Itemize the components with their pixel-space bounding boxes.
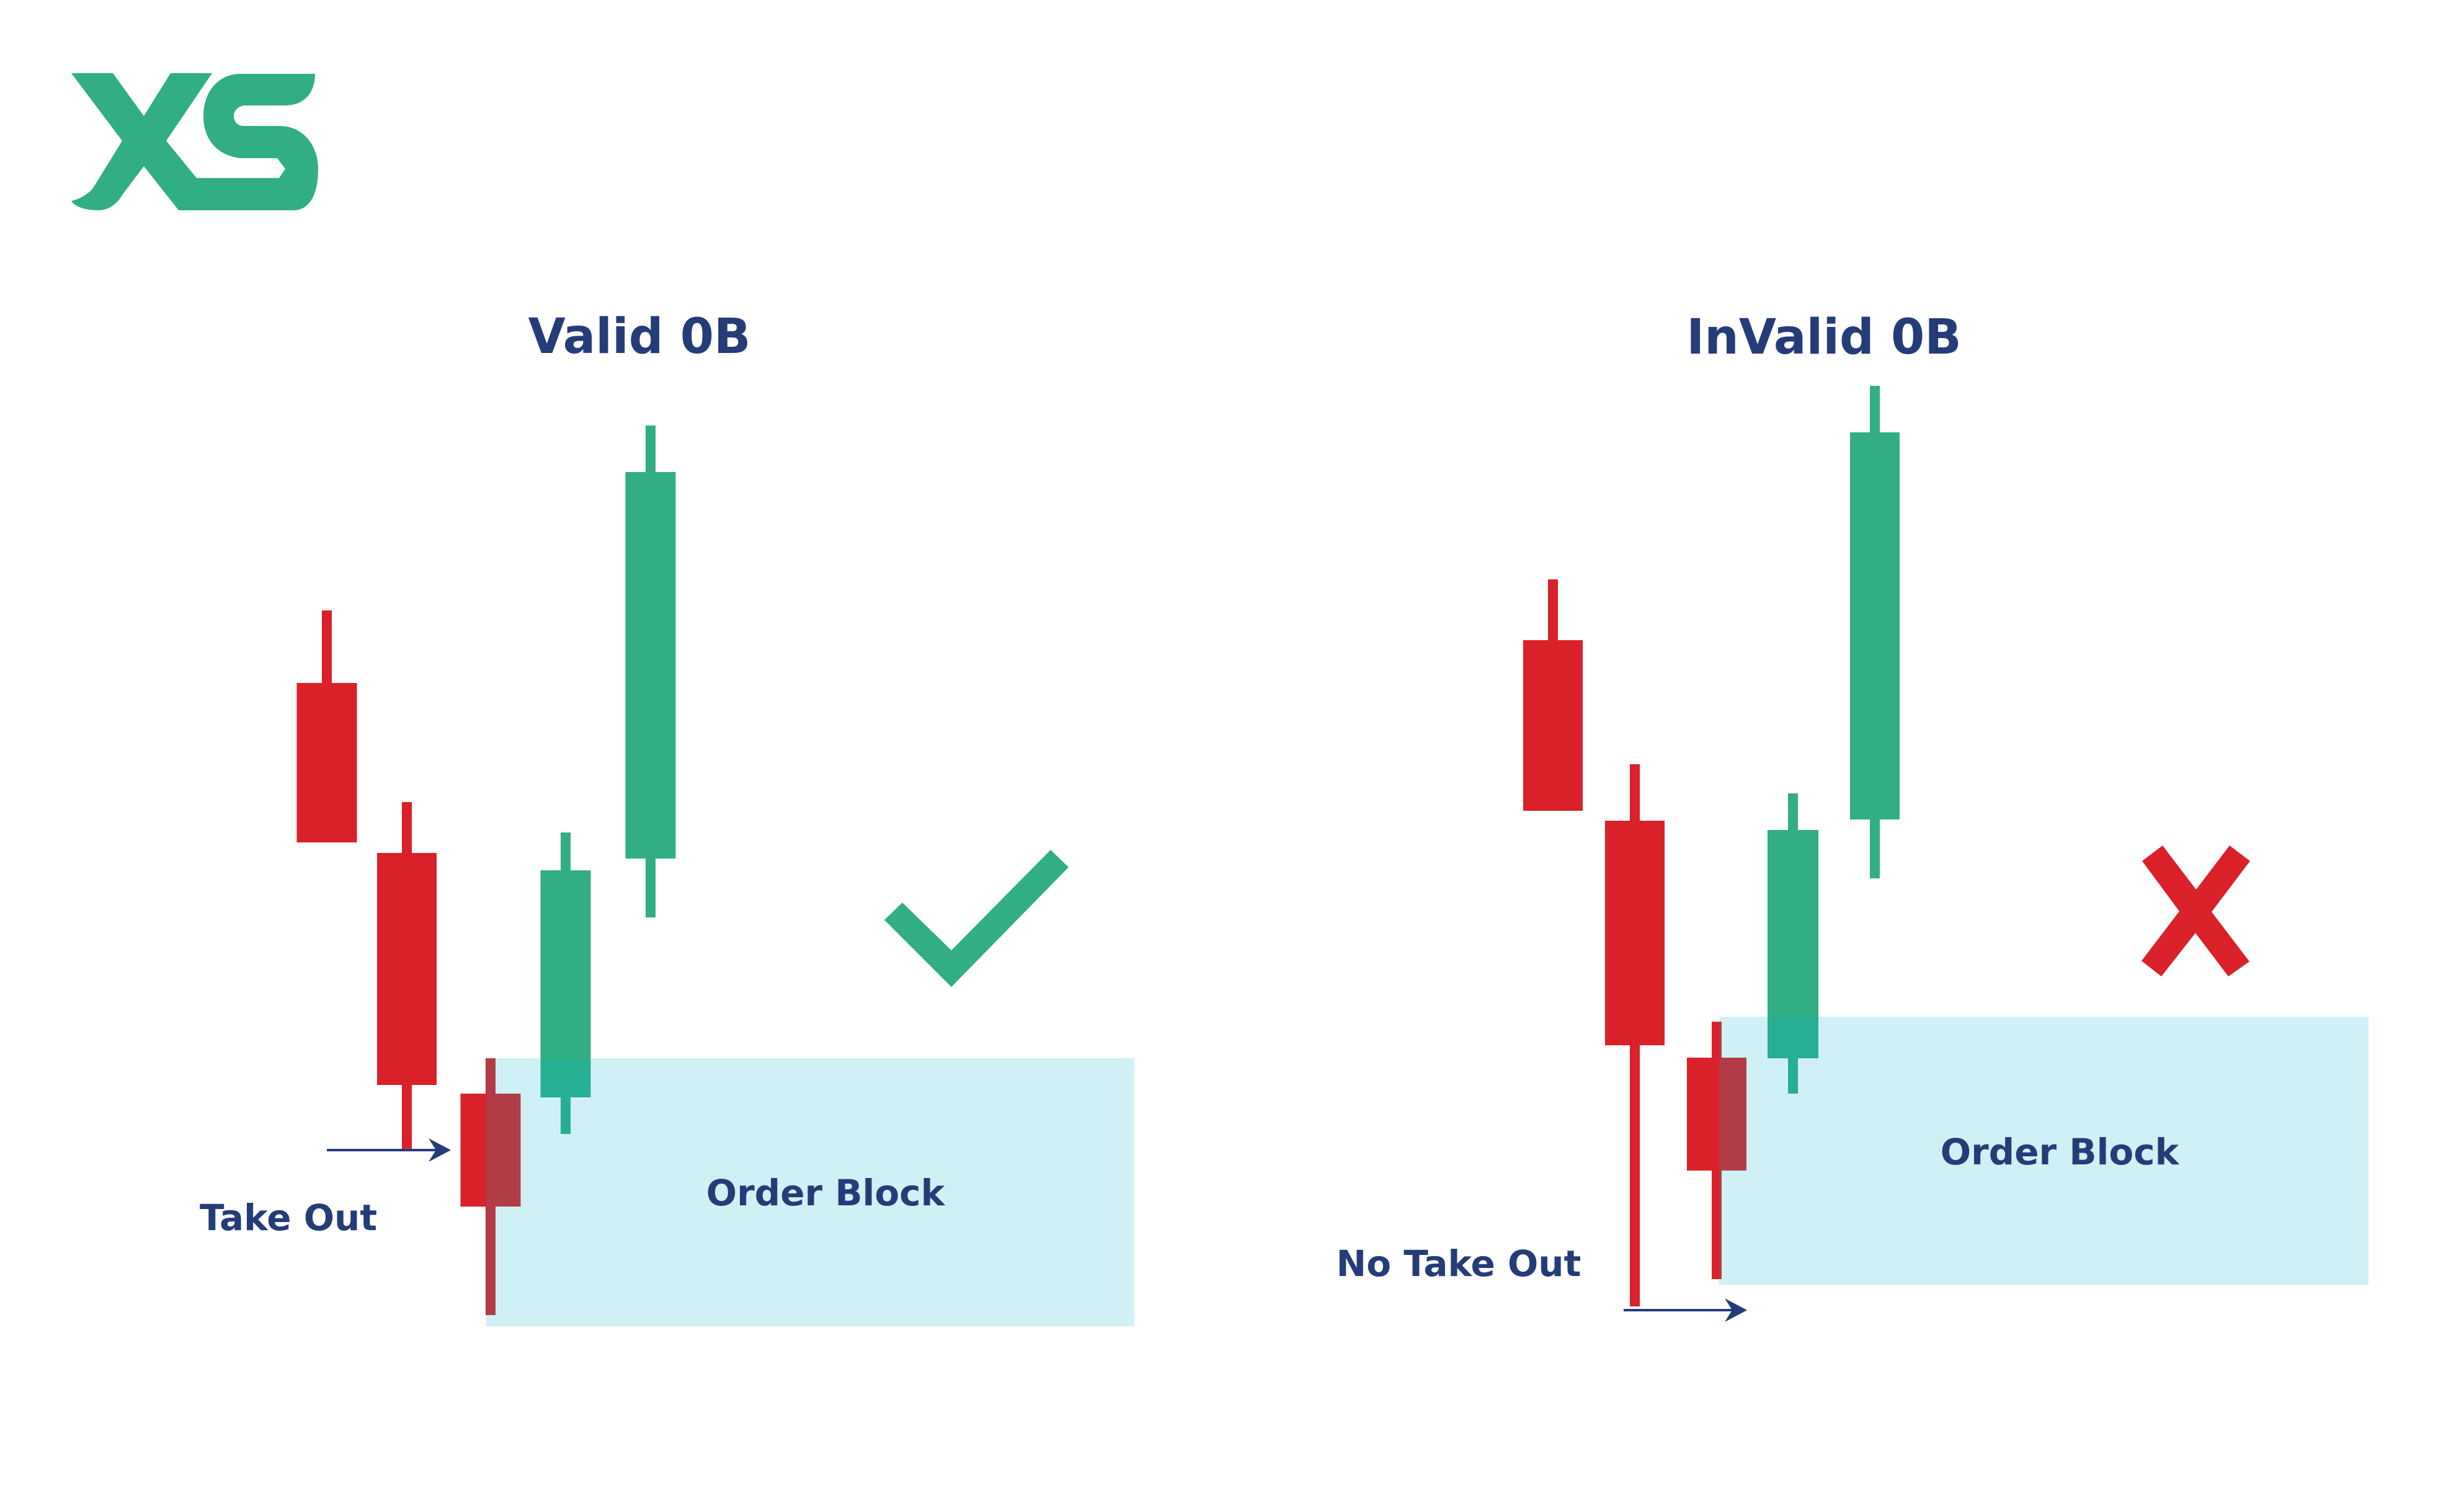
order-block-zone	[1719, 1017, 2368, 1285]
invalid-ob-panel: InValid 0B No Take Out Order Block	[1337, 310, 2368, 1322]
bear-candle	[296, 610, 357, 842]
arrow-label: No Take Out	[1337, 1243, 1581, 1285]
candle-body	[540, 870, 591, 1097]
checkmark-icon	[884, 850, 1069, 987]
candle-body	[377, 853, 437, 1085]
arrow-right-icon	[1624, 1298, 1747, 1322]
bear-candle	[460, 1058, 521, 1315]
bull-candle	[540, 832, 591, 1134]
bear-candle	[377, 802, 437, 1149]
candle-body	[296, 683, 357, 842]
candle-body	[1523, 640, 1583, 811]
logo-x-glyph	[71, 73, 318, 210]
candle-body	[1768, 830, 1818, 1058]
order-block-zone	[486, 1058, 1134, 1326]
bear-candle	[1687, 1022, 1746, 1279]
order-block-label: Order Block	[706, 1172, 946, 1214]
arrow-head	[1725, 1298, 1747, 1322]
bull-candle	[1768, 793, 1818, 1094]
valid-ob-panel: Valid 0B Take Out Order Block	[200, 309, 1134, 1326]
order-block-label: Order Block	[1941, 1131, 2180, 1173]
candle-body	[1605, 821, 1665, 1045]
xs-logo-icon	[71, 73, 318, 210]
panel-title: Valid 0B	[528, 309, 751, 365]
bear-candle	[1605, 764, 1665, 1306]
candle-body	[1850, 432, 1900, 819]
candle-body	[625, 472, 676, 859]
arrow-label: Take Out	[200, 1197, 377, 1239]
bull-candle	[625, 426, 676, 917]
bear-candle	[1523, 579, 1583, 811]
arrow-right-icon	[327, 1138, 451, 1162]
cross-icon	[2142, 846, 2250, 976]
arrow-head	[429, 1138, 451, 1162]
bull-candle	[1850, 386, 1900, 878]
candles-group	[296, 426, 676, 1315]
panel-title: InValid 0B	[1686, 310, 1961, 365]
candle-body	[1687, 1058, 1746, 1171]
candle-body	[460, 1094, 521, 1207]
candles-group	[1523, 386, 1900, 1306]
